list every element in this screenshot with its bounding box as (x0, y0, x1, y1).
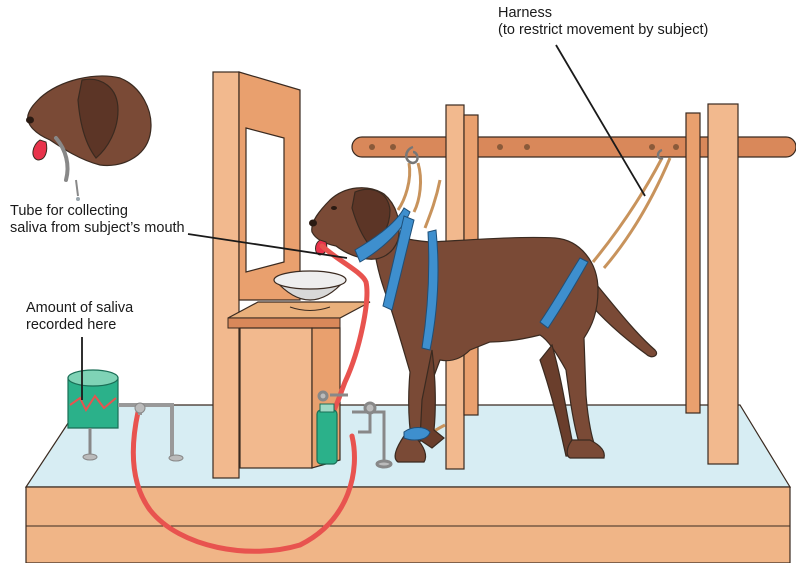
harness-label-line2: (to restrict movement by subject) (498, 22, 709, 38)
frame-window (245, 127, 285, 273)
saliva-label-line2: recorded here (26, 317, 117, 333)
dog-tail (579, 270, 658, 358)
dog-eye (331, 206, 337, 210)
clamp-stands (317, 390, 393, 469)
saliva-beaker (67, 369, 184, 462)
base-front (25, 486, 791, 563)
tube-label: Tube for collecting saliva from subject’… (10, 203, 185, 237)
dog-hind-paw (566, 439, 605, 459)
dog-nose (309, 219, 317, 227)
harness-straps (354, 207, 589, 441)
tube-label-line2: saliva from subject’s mouth (10, 220, 185, 236)
back-posts (685, 103, 739, 465)
food-bowl (273, 270, 347, 311)
collection-container (316, 403, 338, 465)
harness-label: Harness (to restrict movement by subject… (498, 5, 708, 39)
tube-leader (187, 233, 348, 259)
dog-front-paw (394, 435, 427, 463)
harness-leader (555, 44, 646, 197)
saliva-label-line1: Amount of saliva (26, 300, 134, 316)
harness-label-line1: Harness (498, 5, 552, 21)
left-frame (212, 71, 301, 479)
hooks (405, 145, 664, 165)
saliva-label: Amount of saliva recorded here (26, 300, 133, 334)
tube-label-line1: Tube for collecting (10, 203, 128, 219)
base-platform (24, 404, 792, 563)
inset-dog-head (26, 75, 152, 201)
leader-lines (81, 44, 646, 400)
dog-far-front-leg (419, 349, 445, 449)
